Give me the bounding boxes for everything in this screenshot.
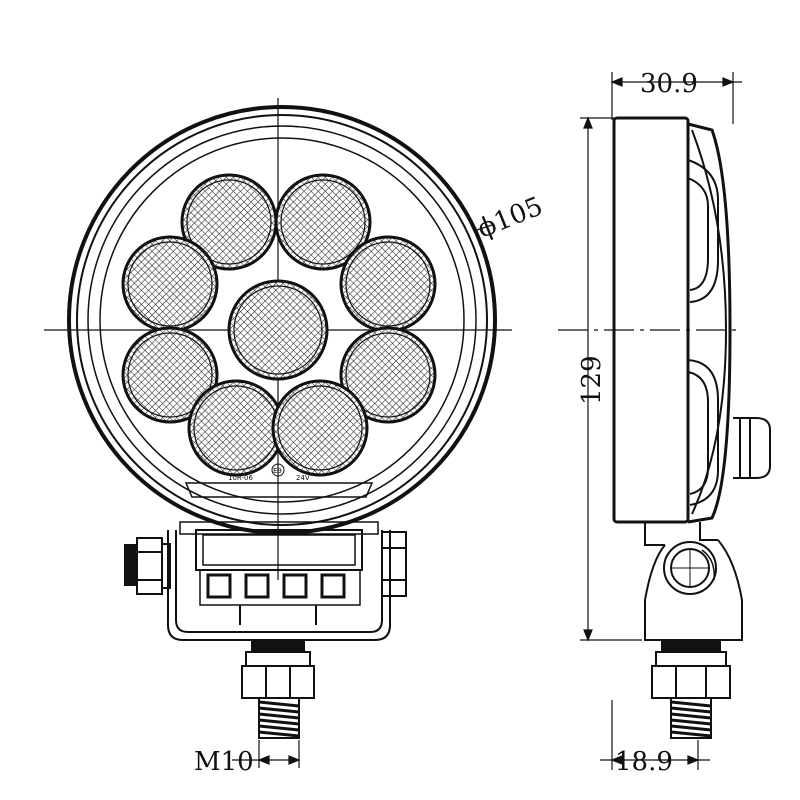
height-dimension xyxy=(580,116,642,642)
mounting-bracket xyxy=(167,521,391,641)
housing-mark-right: 24V xyxy=(296,474,310,482)
led-reflector-center xyxy=(227,279,329,381)
led-reflector xyxy=(180,173,278,271)
side-view: 30.9 129 xyxy=(558,69,771,777)
bracket-side xyxy=(644,522,743,641)
housing-side xyxy=(612,116,771,524)
certification-logo: E9 xyxy=(273,467,282,475)
led-reflector xyxy=(271,379,369,477)
diameter-leader xyxy=(473,224,493,232)
led-reflector xyxy=(339,235,437,333)
thread-dimension xyxy=(232,740,301,768)
housing-inner-ring xyxy=(87,125,477,515)
side-stud xyxy=(651,639,731,739)
bracket-width-label: 18.9 xyxy=(615,747,673,777)
depth-label: 30.9 xyxy=(640,69,698,99)
housing-mark-left: 10R-06 xyxy=(228,474,253,482)
led-reflector xyxy=(187,379,285,477)
bottom-stud xyxy=(241,639,315,739)
lens-bottom-strip xyxy=(184,482,374,498)
bracket-width-dimension xyxy=(600,700,710,770)
certification-logo-circle xyxy=(271,463,285,477)
height-label: 129 xyxy=(577,355,607,405)
led-reflector xyxy=(121,326,219,424)
led-reflector xyxy=(121,235,219,333)
housing-outer-ring xyxy=(67,105,497,535)
diameter-label: ϕ105 xyxy=(473,191,547,244)
thread-label: M10 xyxy=(194,747,254,777)
led-reflectors xyxy=(121,173,437,477)
housing-mid-ring xyxy=(76,114,488,526)
lens-ring xyxy=(99,137,465,503)
led-reflector xyxy=(274,173,372,271)
bracket-bolt-right xyxy=(381,531,407,597)
depth-dimension xyxy=(610,72,742,124)
led-reflector xyxy=(339,326,437,424)
bracket-bolt-left xyxy=(124,537,171,595)
front-view: 10R-06 E9 24V xyxy=(44,98,547,777)
